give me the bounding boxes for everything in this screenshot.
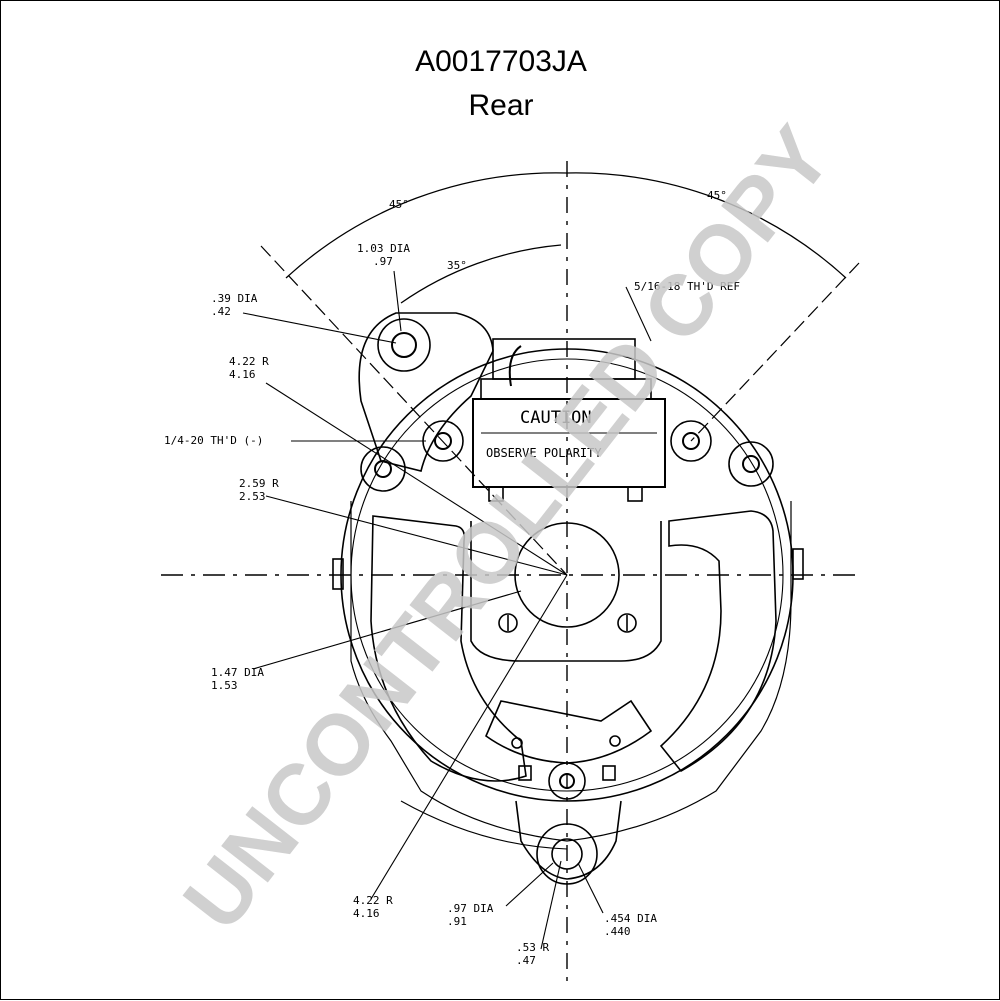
bottom-stud-hole [559, 773, 575, 789]
view-subtitle: Rear [468, 89, 534, 122]
stud-right [627, 486, 643, 502]
caution-plate [472, 398, 666, 488]
ground-boss-hole [434, 432, 452, 450]
caution-text: CAUTION [520, 408, 592, 428]
bottom-tab-left [518, 765, 532, 781]
mount-ray-right [690, 262, 860, 442]
wire-loop [508, 345, 522, 387]
bottom-arc [400, 800, 568, 850]
output-boss [670, 420, 712, 462]
angle-label-inner: 35° [447, 259, 467, 272]
dia-97-label: .97 DIA [447, 902, 494, 915]
leader-r422-top [265, 382, 568, 576]
bearing-boss [514, 522, 620, 628]
rear-screw-right [617, 613, 637, 633]
thread-516-label: 5/16-18 TH'D REF [634, 280, 740, 293]
angle-arc-right [566, 172, 847, 279]
leader-r422-bot [370, 574, 568, 900]
side-lug-right [792, 548, 804, 580]
small-hole-right [609, 735, 621, 747]
leader-dia-454 [577, 862, 604, 914]
bottom-ear-outer [536, 823, 598, 885]
stud-left [488, 486, 504, 502]
mount-ray-left [260, 245, 568, 576]
angle-label-left: 45° [389, 198, 409, 211]
dia-147-low-label: 1.53 [211, 679, 238, 692]
ear-right [728, 441, 774, 487]
leader-dia-147 [252, 590, 522, 670]
observe-polarity-text: OBSERVE POLARITY [486, 446, 602, 460]
mounting-hole-outer [377, 318, 431, 372]
r53-label: .53 R [516, 941, 549, 954]
ear-right-hole [742, 455, 760, 473]
leader-r53 [540, 860, 562, 950]
r422-top-label: 4.22 R [229, 355, 269, 368]
thread-14-label: 1/4-20 TH'D (-) [164, 434, 263, 447]
leader-thread-516 [625, 286, 652, 342]
rear-cover [470, 521, 662, 662]
bottom-ear [515, 800, 622, 880]
bottom-ear-inner [551, 838, 583, 870]
leader-dia-103 [393, 270, 402, 332]
housing-flange [350, 501, 792, 842]
leader-dia-97 [505, 862, 554, 907]
bottom-tab-right [602, 765, 616, 781]
ear-left-hole [374, 460, 392, 478]
dia-39-label: .39 DIA [211, 292, 258, 305]
r422-bot-label: 4.22 R [353, 894, 393, 907]
dia-39-low-label: .42 [211, 305, 231, 318]
vent-slot-right [659, 510, 777, 773]
mounting-hole-inner [391, 332, 417, 358]
dia-454-low-label: .440 [604, 925, 631, 938]
side-lug-left [332, 558, 344, 590]
dia-103-label: 1.03 DIA [357, 242, 410, 255]
angle-arc-inner [400, 244, 562, 304]
angle-label-right: 45° [707, 189, 727, 202]
r259-low-label: 2.53 [239, 490, 266, 503]
r422-bot-low-label: 4.16 [353, 907, 380, 920]
leader-dia-39 [242, 312, 397, 344]
leader-r259 [265, 495, 568, 576]
r259-label: 2.59 R [239, 477, 279, 490]
output-boss-hole [682, 432, 700, 450]
dia-454-label: .454 DIA [604, 912, 657, 925]
dia-147-label: 1.47 DIA [211, 666, 264, 679]
ear-left [360, 446, 406, 492]
dia-103-low-label: .97 [373, 255, 393, 268]
dia-97-low-label: .91 [447, 915, 467, 928]
vent-slot-left [370, 515, 527, 782]
part-number-title: A0017703JA [415, 45, 587, 78]
uncontrolled-copy-watermark: UNCONTROLLED COPY [165, 109, 850, 947]
bottom-stud-boss [548, 762, 586, 800]
mounting-ear [358, 312, 494, 472]
r53-low-label: .47 [516, 954, 536, 967]
angle-arc-left [285, 172, 568, 279]
rear-screw-left [498, 613, 518, 633]
r422-top-low-label: 4.16 [229, 368, 256, 381]
small-hole-left [511, 737, 523, 749]
